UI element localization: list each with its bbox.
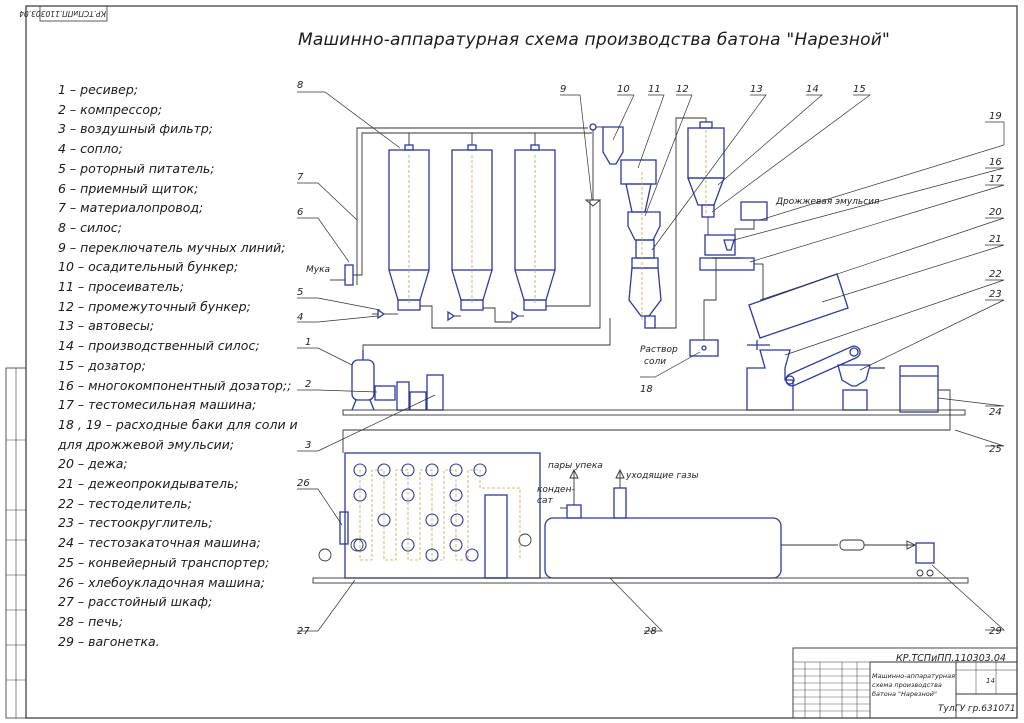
num-28: 28 bbox=[644, 626, 657, 637]
legend-item: 5 – роторный питатель; bbox=[58, 160, 215, 176]
legend-item: 28 – печь; bbox=[58, 613, 123, 629]
legend-item: 25 – конвейерный транспортер; bbox=[58, 554, 270, 570]
num-27: 27 bbox=[297, 626, 310, 637]
label-vapors: пары упека bbox=[548, 461, 603, 471]
legend-item: 27 – расстойный шкаф; bbox=[58, 594, 213, 610]
legend-item: 3 – воздушный фильтр; bbox=[58, 121, 214, 137]
legend-item: 7 – материалопровод; bbox=[58, 200, 204, 216]
num-26: 26 bbox=[297, 478, 310, 489]
label-salt-1: Раствор bbox=[640, 345, 678, 355]
num-6: 6 bbox=[297, 207, 303, 218]
legend-item: 15 – дозатор; bbox=[58, 357, 146, 373]
num-10: 10 bbox=[617, 84, 630, 95]
legend: 1 – ресивер; 2 – компрессор; 3 – воздушн… bbox=[58, 80, 308, 651]
num-25: 25 bbox=[989, 444, 1002, 455]
leader-lines bbox=[297, 91, 1005, 632]
legend-item: 9 – переключатель мучных линий; bbox=[58, 239, 286, 255]
legend-item: 4 – сопло; bbox=[58, 141, 123, 157]
num-11: 11 bbox=[648, 84, 661, 95]
legend-item: 10 – осадительный бункер; bbox=[58, 259, 239, 275]
legend-item: 23 – тестоокруглитель; bbox=[58, 515, 213, 531]
num-18: 18 bbox=[640, 384, 653, 395]
legend-item: 22 – тестоделитель; bbox=[58, 495, 192, 511]
num-3: 3 bbox=[305, 440, 311, 451]
num-20: 20 bbox=[989, 207, 1002, 218]
legend-item: 29 – вагонетка. bbox=[58, 633, 160, 649]
pipelines bbox=[312, 117, 969, 584]
num-29: 29 bbox=[989, 626, 1002, 637]
num-13: 13 bbox=[750, 84, 763, 95]
stamp-organization: ТулГУ гр.631071 bbox=[938, 704, 1016, 714]
equipment bbox=[339, 121, 939, 579]
title-block bbox=[792, 647, 1018, 719]
num-17: 17 bbox=[989, 174, 1002, 185]
num-2: 2 bbox=[305, 379, 311, 390]
num-23: 23 bbox=[989, 289, 1002, 300]
num-15: 15 bbox=[853, 84, 866, 95]
num-1: 1 bbox=[305, 337, 311, 348]
num-5: 5 bbox=[297, 287, 303, 298]
label-salt-2: соли bbox=[644, 357, 666, 367]
legend-item: 1 – ресивер; bbox=[58, 82, 138, 97]
label-flour: Мука bbox=[306, 265, 330, 275]
sheet-frame bbox=[5, 5, 1018, 719]
legend-item: 2 – компрессор; bbox=[58, 101, 163, 117]
legend-item: 16 – многокомпонентный дозатор;; bbox=[58, 377, 292, 393]
proofer-circles bbox=[353, 463, 487, 562]
num-16: 16 bbox=[989, 157, 1002, 168]
stamp-sheet-number: 14 bbox=[986, 677, 995, 685]
num-4: 4 bbox=[297, 312, 303, 323]
legend-item: 11 – просеиватель; bbox=[58, 279, 185, 295]
legend-item: 6 – приемный щиток; bbox=[58, 180, 199, 196]
num-12: 12 bbox=[676, 84, 689, 95]
num-22: 22 bbox=[989, 269, 1002, 280]
num-24: 24 bbox=[989, 407, 1002, 418]
legend-item: 17 – тестомесильная машина; bbox=[58, 397, 257, 413]
legend-item: 12 – промежуточный бункер; bbox=[58, 298, 251, 314]
num-7: 7 bbox=[297, 172, 304, 183]
legend-item: 18 , 19 – расходные баки для соли и bbox=[58, 416, 298, 432]
num-21: 21 bbox=[989, 234, 1002, 245]
item-numbers: 8 7 6 5 4 1 2 3 9 10 11 12 13 14 15 19 1… bbox=[297, 80, 1002, 637]
legend-item: для дрожжевой эмульсии; bbox=[58, 436, 235, 452]
flow-labels: Мука Дрожжевая эмульсия Раствор соли пар… bbox=[306, 197, 880, 506]
num-8: 8 bbox=[297, 80, 303, 91]
legend-item: 14 – производственный силос; bbox=[58, 338, 260, 354]
label-gases: уходящие газы bbox=[625, 471, 699, 481]
legend-item: 8 – силос; bbox=[58, 219, 122, 235]
label-yeast: Дрожжевая эмульсия bbox=[775, 197, 880, 207]
legend-item: 24 – тестозакаточная машина; bbox=[58, 535, 261, 551]
corner-code: КР.ТСПиПП.110303.04 bbox=[19, 9, 106, 18]
legend-item: 13 – автовесы; bbox=[58, 318, 155, 334]
legend-item: 20 – дежа; bbox=[58, 456, 128, 472]
legend-item: 21 – дежеопрокидыватель; bbox=[58, 476, 239, 492]
num-14: 14 bbox=[806, 84, 819, 95]
stamp-code: КР.ТСПиПП.110303.04 bbox=[896, 653, 1006, 664]
label-condensate-1: конден- bbox=[537, 485, 575, 495]
label-condensate-2: сат bbox=[537, 496, 553, 506]
legend-item: 26 – хлебоукладочная машина; bbox=[58, 574, 265, 590]
stamp-title: Машинно-аппаратурная схема производства … bbox=[872, 672, 956, 698]
num-19: 19 bbox=[989, 111, 1002, 122]
num-9: 9 bbox=[560, 84, 566, 95]
drawing-title: Машинно-аппаратурная схема производства … bbox=[298, 30, 891, 50]
